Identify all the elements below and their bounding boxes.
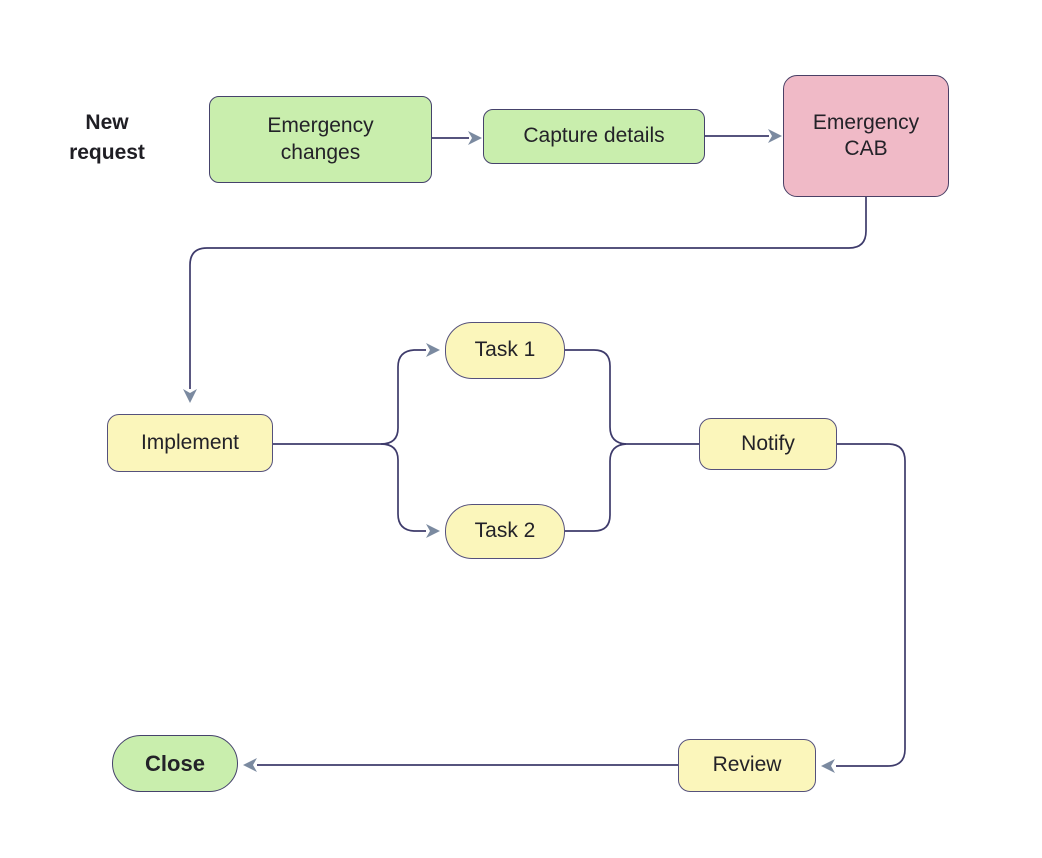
node-label: Capture details — [523, 124, 665, 148]
node-label: Notify — [741, 431, 795, 455]
node-label: Implement — [140, 430, 240, 454]
node-label: Emergency changes — [267, 114, 374, 164]
new-request-label: New request — [52, 108, 162, 168]
edge-split-to-task-2 — [380, 443, 426, 532]
arrow-down-icon — [183, 389, 197, 403]
edge-split-to-task-1 — [380, 349, 426, 445]
edge-notify-to-review — [836, 443, 906, 767]
node-emergency-changes: Emergency changes — [209, 96, 432, 183]
arrow-right-icon — [426, 343, 440, 357]
arrow-right-icon — [768, 129, 782, 143]
node-task-1: Task 1 — [445, 322, 565, 379]
node-label: Close — [145, 750, 205, 776]
node-implement: Implement — [107, 414, 273, 472]
node-label: Task 2 — [474, 519, 536, 543]
node-notify: Notify — [699, 418, 837, 470]
arrow-right-icon — [468, 131, 482, 145]
arrow-left-icon — [821, 759, 835, 773]
node-task-2: Task 2 — [445, 504, 565, 559]
node-label: Review — [712, 753, 782, 777]
edge-emergency-cab-to-implement — [189, 197, 867, 389]
node-emergency-cab: Emergency CAB — [783, 75, 949, 197]
node-close: Close — [112, 735, 238, 792]
edge-task-2-to-merge — [565, 443, 627, 532]
edge-task-1-to-merge — [565, 349, 627, 445]
node-label: Task 1 — [474, 338, 536, 362]
arrow-left-icon — [243, 758, 257, 772]
arrow-right-icon — [426, 524, 440, 538]
node-review: Review — [678, 739, 816, 792]
node-label: Emergency CAB — [812, 110, 920, 160]
new-request-text: New request — [69, 111, 145, 164]
node-capture-details: Capture details — [483, 109, 705, 164]
